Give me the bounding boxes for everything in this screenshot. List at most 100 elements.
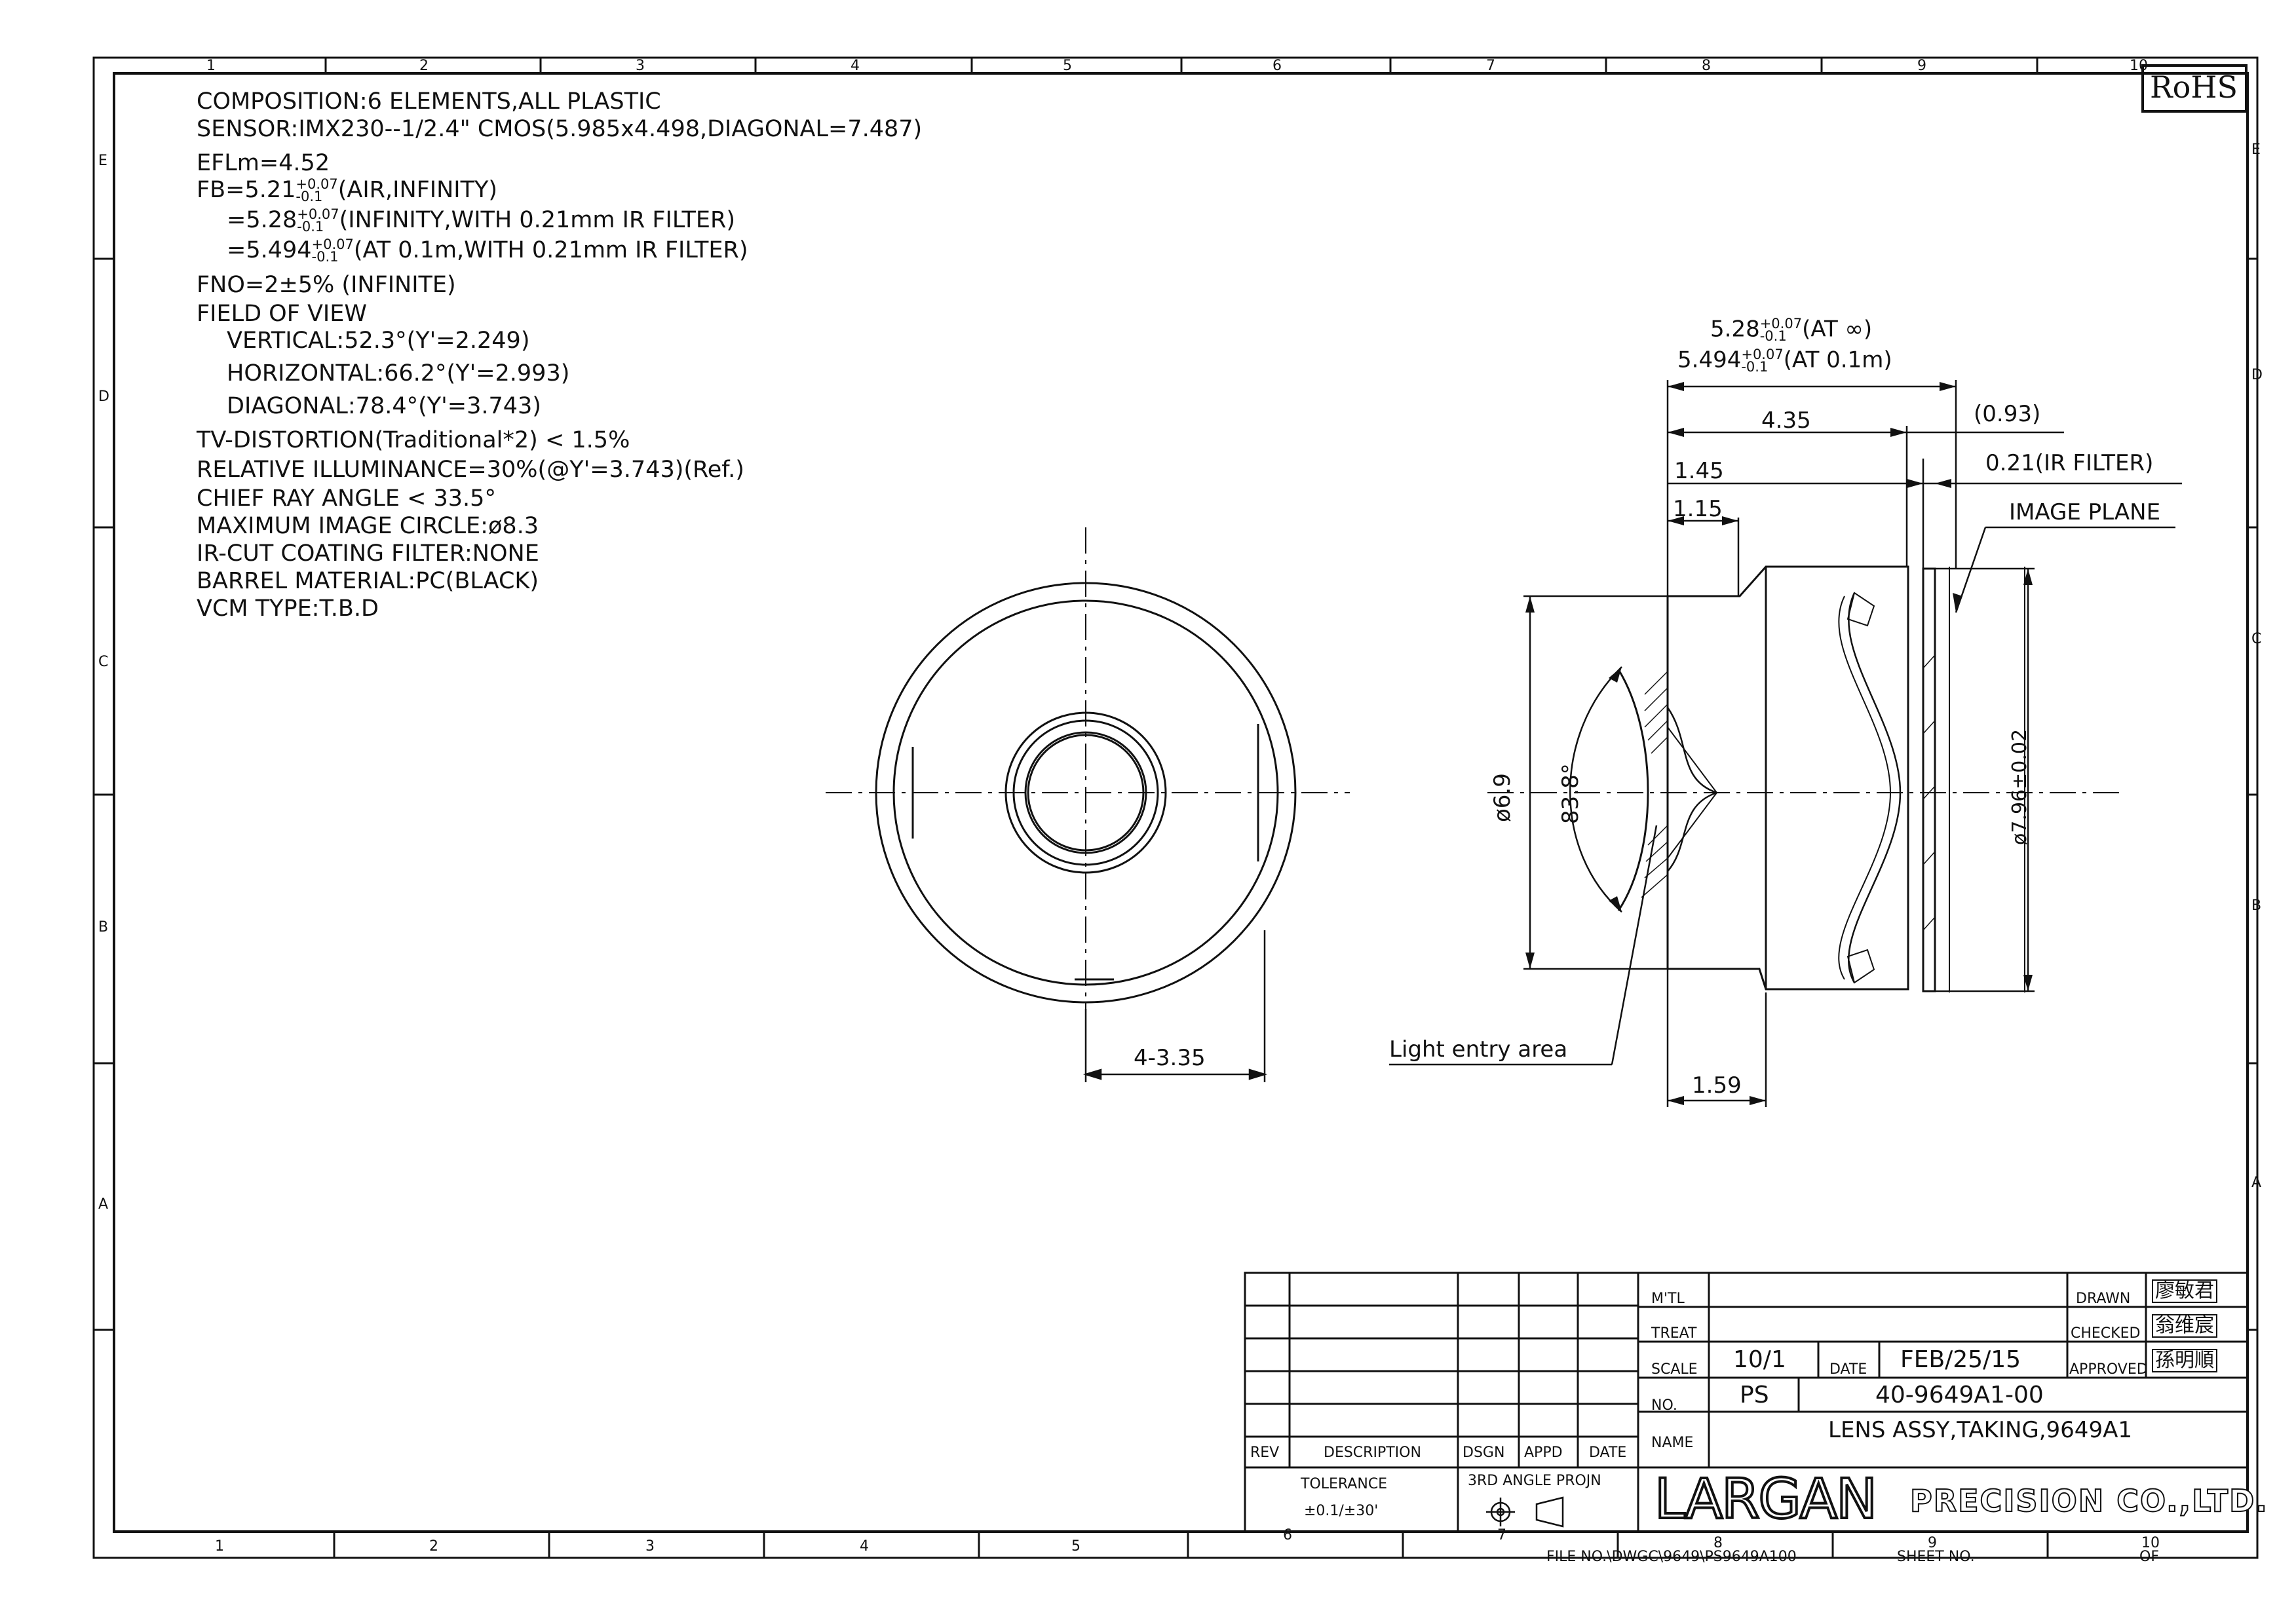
spec-efl: EFLm=4.52 [197,150,330,176]
tb-checked-label: CHECKED [2071,1325,2141,1342]
projection-symbol [1486,1496,1564,1528]
grid-row-e-right: E [2251,142,2261,158]
fb1-note: (AIR,INFINITY) [337,176,498,203]
fb3-tol-upper: +0.07 [311,236,354,252]
grid-bottom-4: 4 [860,1538,869,1555]
grid-top-10: 10 [2130,58,2148,74]
tb-file-no: FILE NO.\DWGC\9649\PS9649A100 [1546,1549,1797,1565]
tb-checked-signature: 翁维宸 [2152,1314,2217,1338]
tb-tolerance-value: ±0.1/±30' [1304,1503,1379,1519]
fb3-value: =5.494 [227,236,312,263]
grid-row-c-left: C [98,654,109,670]
spec-sensor: SENSOR:IMX230--1/2.4" CMOS(5.985x4.498,D… [197,116,923,142]
spec-ir-cut: IR-CUT COATING FILTER:NONE [197,540,539,567]
grid-bottom-6: 6 [1283,1527,1292,1543]
spec-vcm-type: VCM TYPE:T.B.D [197,595,379,622]
spec-fno: FNO=2±5% (INFINITE) [197,272,456,298]
tb-date-label: DATE [1829,1361,1867,1378]
tb-mtl-label: M'TL [1651,1291,1685,1307]
fb2-tol-lower: -0.1 [297,218,324,235]
dim-dia-6-9: ø6.9 [1489,773,1516,822]
dim-1-15: 1.15 [1673,496,1723,522]
grid-top-3: 3 [636,58,645,74]
grid-top-9: 9 [1917,58,1926,74]
dim-fb-inf-upper: +0.07 [1759,316,1803,331]
grid-bottom-8: 8 [1713,1535,1723,1551]
dim-4-335: 4-3.35 [1134,1045,1206,1071]
spec-fov-vertical: VERTICAL:52.3°(Y'=2.249) [227,328,530,354]
dim-ir-filter: 0.21(IR FILTER) [1985,450,2154,476]
tb-date-col-label: DATE [1589,1445,1627,1461]
tb-of-label: OF [2139,1549,2159,1565]
rohs-box [2141,64,2248,113]
side-dim-lines [1389,380,2182,1107]
dim-light-entry: Light entry area [1389,1036,1568,1063]
dim-1-45: 1.45 [1674,458,1724,484]
tb-no-label: NO. [1651,1397,1677,1414]
rohs-label: RoHS [2150,69,2238,105]
fb3-tol-lower: -0.1 [311,248,339,265]
spec-barrel-material: BARREL MATERIAL:PC(BLACK) [197,568,539,594]
grid-bottom-2: 2 [429,1538,438,1555]
tb-treat-label: TREAT [1651,1325,1697,1342]
grid-row-d-right: D [2251,367,2263,383]
dim-fb-inf-value: 5.28 [1710,316,1760,343]
dim-fb-inf-note: (AT ∞) [1802,316,1873,343]
spec-composition: COMPOSITION:6 ELEMENTS,ALL PLASTIC [197,88,661,115]
grid-row-c-right: C [2251,631,2262,647]
dim-fb-near-note: (AT 0.1m) [1783,347,1892,373]
tb-dsgn-label: DSGN [1463,1445,1505,1461]
spec-fb2: =5.28+0.07-0.1(INFINITY,WITH 0.21mm IR F… [227,206,735,235]
grid-top-4: 4 [851,58,860,74]
outer-frame [92,56,2259,1559]
fb2-value: =5.28 [227,206,297,233]
front-centerlines [826,527,1350,1061]
tb-approved-signature: 孫明順 [2152,1349,2217,1372]
grid-bottom-1: 1 [215,1538,224,1555]
grid-top-5: 5 [1063,58,1072,74]
grid-bottom-5: 5 [1071,1538,1081,1555]
dim-fb-near-upper: +0.07 [1741,347,1784,362]
grid-top-2: 2 [419,58,429,74]
tb-name-label: NAME [1651,1435,1694,1451]
tb-scale-value: 10/1 [1733,1346,1786,1373]
tb-company-logo: LARGAN [1653,1467,1879,1531]
tb-tolerance-label: TOLERANCE [1301,1476,1388,1492]
spec-fov-title: FIELD OF VIEW [197,301,367,327]
dim-angle-83-8: 83.8° [1558,763,1584,824]
fb1-tol-lower: -0.1 [296,188,323,204]
dim-fb-near: 5.494+0.07-0.1 (AT 0.1m) [1677,347,1892,375]
dim-dia-7-96: ø7.96±0.02 [2008,728,2031,845]
tb-company-suffix: PRECISION CO.,LTD. [1909,1483,2268,1519]
grid-row-a-right: A [2251,1175,2262,1191]
grid-row-b-left: B [98,919,109,935]
dim-fb-near-lower: -0.1 [1741,358,1769,375]
tb-no-prefix: PS [1740,1382,1769,1408]
dim-fb-near-value: 5.494 [1677,347,1742,373]
tb-name-value: LENS ASSY,TAKING,9649A1 [1828,1417,2132,1443]
fb1-value: FB=5.21 [197,176,296,203]
dim-fb-inf-lower: -0.1 [1759,328,1787,344]
grid-top-7: 7 [1486,58,1495,74]
grid-bottom-9: 9 [1928,1535,1937,1551]
tb-part-no: 40-9649A1-00 [1875,1382,2044,1408]
dim-image-plane: IMAGE PLANE [2009,499,2161,525]
tb-sheet-no-label: SHEET NO. [1897,1549,1975,1565]
spec-fov-horizontal: HORIZONTAL:66.2°(Y'=2.993) [227,360,570,387]
spec-fb1: FB=5.21+0.07-0.1(AIR,INFINITY) [197,176,498,204]
dim-0-93: (0.93) [1974,401,2041,427]
spec-fov-diagonal: DIAGONAL:78.4°(Y'=3.743) [227,393,541,419]
fb3-note: (AT 0.1m,WITH 0.21mm IR FILTER) [353,236,748,263]
fb2-tol-upper: +0.07 [297,206,339,222]
spec-fb3: =5.494+0.07-0.1 (AT 0.1m,WITH 0.21mm IR F… [227,236,748,265]
grid-row-b-right: B [2251,897,2262,914]
grid-bottom-3: 3 [645,1538,655,1555]
grid-bottom-7: 7 [1497,1527,1506,1543]
tb-rev-label: REV [1250,1445,1280,1461]
grid-row-e-left: E [98,153,107,169]
tb-projection-label: 3RD ANGLE PROJN [1468,1473,1601,1489]
title-block-lines [1244,1272,2249,1533]
dim-4-335-lines [1082,930,1268,1082]
side-view [1617,565,2025,992]
